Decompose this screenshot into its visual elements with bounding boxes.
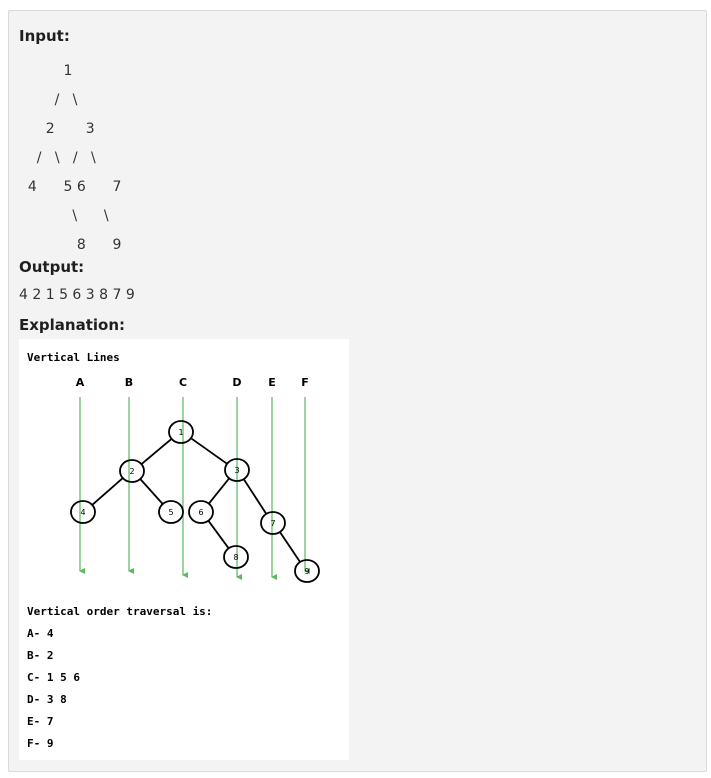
tree-edge xyxy=(140,438,173,465)
traversal-line-a: A- 4 xyxy=(27,627,54,640)
tree-node-label-8: 8 xyxy=(233,553,238,562)
output-label: Output: xyxy=(19,258,85,276)
tree-node-9 xyxy=(294,559,320,583)
input-label: Input: xyxy=(19,27,70,45)
column-label-e: E xyxy=(268,376,276,389)
traversal-line-b: B- 2 xyxy=(27,649,54,662)
column-label-f: F xyxy=(301,376,309,389)
tree-edge xyxy=(190,437,228,465)
tree-node-2 xyxy=(119,459,145,483)
tree-edge xyxy=(208,477,230,505)
tree-edge xyxy=(242,478,268,515)
tree-node-label-5: 5 xyxy=(168,508,173,517)
tree-node-label-7: 7 xyxy=(270,519,275,528)
tree-node-4 xyxy=(70,500,96,524)
input-tree-text: 1 / \ 2 3 / \ / \ 4 5 6 7 \ \ 8 9 xyxy=(27,63,122,253)
tree-diagram: A B C D E F 1 2 3 4 5 6 7 8 9 xyxy=(70,376,320,583)
column-label-c: C xyxy=(179,376,187,389)
column-label-d: D xyxy=(232,376,241,389)
figure-title: Vertical Lines xyxy=(27,351,120,364)
column-label-a: A xyxy=(76,376,85,389)
vertical-lines-figure: Vertical Lines A B C D E F 1 2 3 4 5 6 7 8 9 Vertical … xyxy=(19,339,349,760)
tree-node-label-3: 3 xyxy=(234,466,239,475)
tree-node-1 xyxy=(168,420,194,444)
traversal-line-f: F- 9 xyxy=(27,737,54,750)
traversal-line-c: C- 1 5 6 xyxy=(27,671,80,684)
tree-node-8 xyxy=(223,545,249,569)
tree-node-3 xyxy=(224,458,250,482)
tree-edge xyxy=(139,478,164,505)
output-text: 4 2 1 5 6 3 8 7 9 xyxy=(19,287,135,303)
tree-node-6 xyxy=(188,500,214,524)
tree-node-5 xyxy=(158,500,184,524)
traversal-line-d: D- 3 8 xyxy=(27,693,67,706)
column-label-b: B xyxy=(125,376,133,389)
tree-node-label-6: 6 xyxy=(198,508,203,517)
tree-edge xyxy=(91,477,124,506)
tree-node-label-1: 1 xyxy=(178,428,183,437)
tree-edge xyxy=(279,531,301,563)
tree-node-label-9: 9 xyxy=(304,567,309,576)
example-card: Input: 1 / \ 2 3 / \ / \ 4 5 6 7 \ \ 8 9… xyxy=(8,10,707,772)
traversal-line-e: E- 7 xyxy=(27,715,54,728)
explanation-label: Explanation: xyxy=(19,316,126,334)
tree-node-label-4: 4 xyxy=(80,508,85,517)
tree-node-7 xyxy=(260,511,286,535)
tree-node-label-2: 2 xyxy=(129,467,134,476)
tree-edge xyxy=(207,520,230,549)
traversal-title: Vertical order traversal is: xyxy=(27,605,213,618)
